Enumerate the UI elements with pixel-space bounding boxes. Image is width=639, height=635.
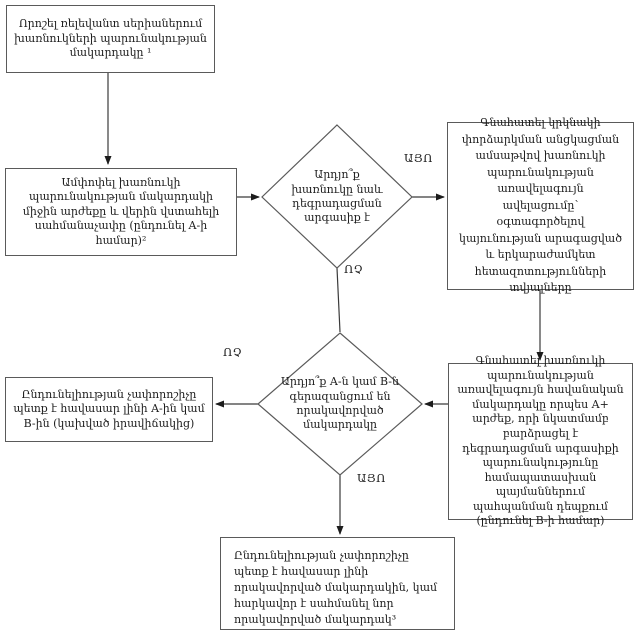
result-criterion-equals-a-or-b-text: Ընդունելիության չափորոշիչը պետք է հավասա… <box>13 387 205 430</box>
result-criterion-equals-qualified-level: Ընդունելիության չափորոշիչը պետք է հավասա… <box>220 537 455 630</box>
process-estimate-max-probable-level: Գնահատել խառնուկի պարունակության առավելա… <box>448 354 633 527</box>
decision-diamond-2-shape <box>257 332 423 476</box>
process-determine-impurity-levels-text: Որոշել ռելեվանտ սերիաներում խառնուկների … <box>14 17 207 60</box>
decision-diamond-1-shape <box>261 124 413 269</box>
result-criterion-equals-qualified-level-text: Ընդունելիության չափորոշիչը պետք է հավասա… <box>234 549 438 626</box>
edge-label-decision1-yes: ԱՅՈ <box>404 151 433 165</box>
result-criterion-equals-a-or-b: Ընդունելիության չափորոշիչը պետք է հավասա… <box>5 377 213 442</box>
edge-label-decision1-no: ՈՉ <box>344 262 364 276</box>
process-determine-impurity-levels: Որոշել ռելեվանտ սերիաներում խառնուկների … <box>6 5 215 73</box>
edge-label-decision2-no: ՈՉ <box>223 345 243 359</box>
process-summarize-mean-and-upper-limit: Ամփոփել խառնուկի պարունակության մակարդակ… <box>5 168 237 256</box>
connector-decision1-no-to-decision2 <box>336 267 341 333</box>
process-estimate-max-increase-text: Գնահատել կրկնակի փորձարկման անցկացման ամ… <box>459 116 622 295</box>
process-estimate-max-probable-level-text: Գնահատել խառնուկի պարունակության առավելա… <box>457 354 624 528</box>
decision-is-degradation-product-text: Արդյո՞ք խառնուկը նաև դեգրադացման արգասիք… <box>291 168 383 225</box>
process-estimate-max-increase: Գնահատել կրկնակի փորձարկման անցկացման ամ… <box>447 116 634 294</box>
edge-label-decision2-yes: ԱՅՈ <box>357 471 386 485</box>
process-summarize-mean-and-upper-limit-text: Ամփոփել խառնուկի պարունակության մակարդակ… <box>22 175 220 247</box>
decision-a-or-b-exceed-qualified-level-text: Արդյո՞ք A-ն կամ B-ն գերազանցում են որակա… <box>281 375 399 432</box>
decision-a-or-b-exceed-qualified-level: Արդյո՞ք A-ն կամ B-ն գերազանցում են որակա… <box>270 360 410 448</box>
decision-is-degradation-product: Արդյո՞ք խառնուկը նաև դեգրադացման արգասիք… <box>287 152 387 242</box>
